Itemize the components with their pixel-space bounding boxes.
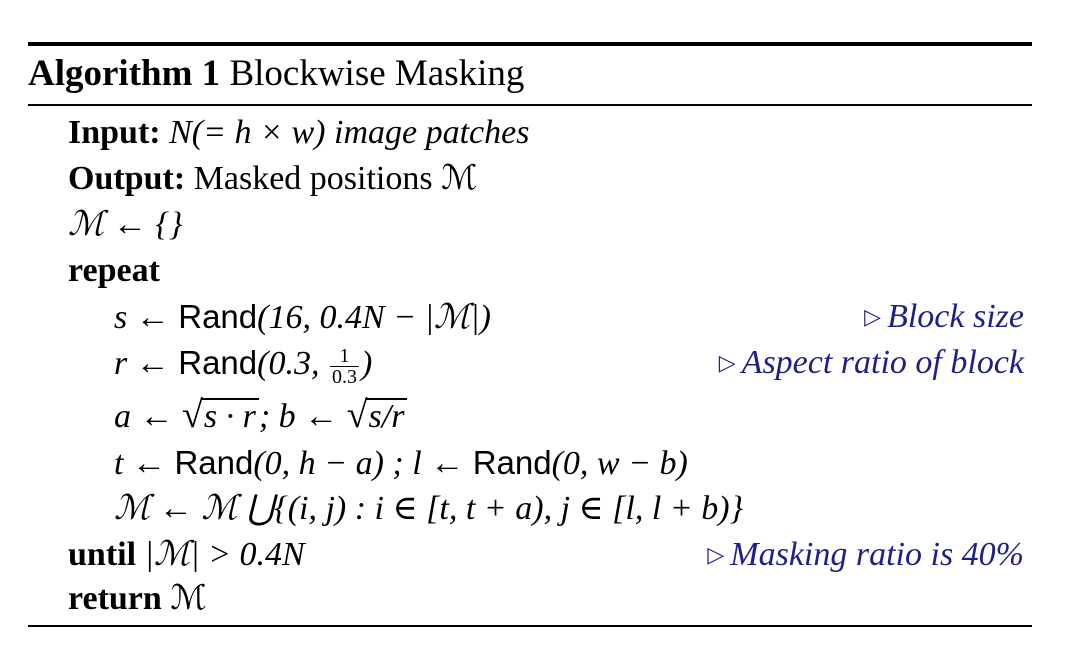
input-keyword: Input: [68,114,161,151]
caption-rule [28,104,1032,106]
input-line: Input: N(= h × w) image patches [68,110,529,156]
tl-assign-line: t ← Rand(0, h − a) ; l ← Rand(0, w − b) [114,440,688,486]
a-radicand: s · r [200,398,259,434]
aspect-ratio-comment: ▷Aspect ratio of block [719,340,1024,386]
output-keyword: Output: [68,160,186,197]
s-assign-line: s ← Rand(16, 0.4N − |ℳ|) [114,294,491,340]
l-args: (0, w − b) [551,445,688,482]
input-text: N(= h × w) image patches [169,114,530,151]
r-fraction-numerator: 1 [329,346,359,367]
repeat-keyword: repeat [68,252,160,289]
init-statement: ℳ ← {} [68,206,183,243]
until-condition: |ℳ| > 0.4N [136,536,305,573]
l-rand-func: Rand [472,444,552,481]
masking-ratio-comment: ▷Masking ratio is 40% [707,532,1024,578]
a-lhs: a ← [114,398,182,435]
r-fraction-denominator: 0.3 [331,365,357,388]
r-args-pre: (0.3, [257,345,328,382]
t-rand-func: Rand [174,444,254,481]
ab-assign-line: a ← √s · r; b ← √s/r [114,392,408,438]
repeat-line: repeat [68,248,160,294]
return-keyword: return [68,580,162,617]
r-lhs: r ← [114,345,179,382]
block-size-comment-text: Block size [887,298,1024,335]
l-lhs: l ← [412,445,473,482]
return-line: return ℳ [68,576,207,622]
update-statement: ℳ ← ℳ ⋃{(i, j) : i ∈ [t, t + a), j ∈ [l,… [114,490,744,527]
until-keyword: until [68,536,137,573]
top-rule [28,42,1032,46]
output-text: Masked positions ℳ [193,160,478,197]
bottom-rule [28,625,1032,627]
sqrt-icon: √ [182,394,203,436]
masking-ratio-comment-text: Masking ratio is 40% [730,536,1024,573]
b-radicand: s/r [365,398,408,434]
s-lhs: s ← [114,299,179,336]
algorithm-label: Algorithm 1 [28,53,221,94]
s-args: (16, 0.4N − |ℳ|) [257,299,491,336]
sqrt-icon: √ [346,394,368,436]
s-rand-func: Rand [178,298,258,335]
init-line: ℳ ← {} [68,202,183,248]
r-args-post: ) [360,345,373,382]
t-lhs: t ← [114,445,175,482]
algorithm-caption: Algorithm 1 Blockwise Masking [28,48,524,100]
block-size-comment: ▷Block size [864,294,1024,340]
return-value: ℳ [161,580,207,617]
t-args: (0, h − a) ; [253,445,413,482]
comment-triangle-icon: ▷ [707,542,725,567]
update-line: ℳ ← ℳ ⋃{(i, j) : i ∈ [t, t + a), j ∈ [l,… [114,486,743,532]
comment-triangle-icon: ▷ [864,304,882,329]
r-rand-func: Rand [178,344,258,381]
comment-triangle-icon: ▷ [718,350,736,375]
until-line: until |ℳ| > 0.4N [68,532,305,578]
aspect-ratio-comment-text: Aspect ratio of block [741,344,1024,381]
algorithm-title: Blockwise Masking [229,53,525,94]
output-line: Output: Masked positions ℳ [68,156,477,202]
b-lhs: ; b ← [258,398,347,435]
